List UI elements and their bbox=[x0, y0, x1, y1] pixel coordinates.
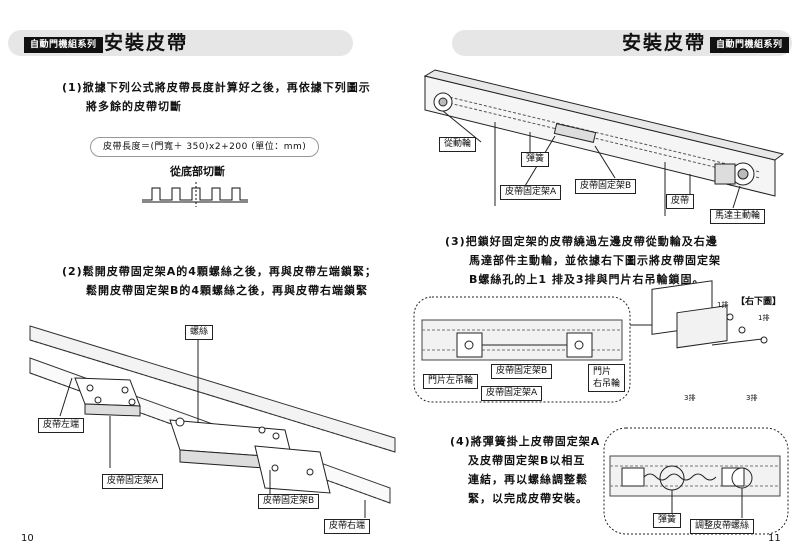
belt-bracket-illustration bbox=[29, 325, 396, 518]
right-series-tag: 自動門機組系列 bbox=[710, 37, 789, 53]
left-page-number: 10 bbox=[21, 533, 34, 544]
row-3-label-a: 3排 bbox=[684, 394, 696, 402]
bracket-b-label-top: 皮帶固定架B bbox=[575, 179, 637, 194]
belt-left-end-label: 皮帶左端 bbox=[38, 418, 85, 433]
step-3-line-3: B螺絲孔的上1 排及3排與門片右吊輪鎖固。 bbox=[469, 273, 705, 286]
right-page-number: 11 bbox=[768, 533, 781, 544]
step-4-line-3: 連結，再以螺絲調整鬆 bbox=[468, 473, 588, 486]
step-3-text: (3)把鎖好固定架的皮帶繞過左邊皮帶從動輪及右邊 馬達部件主動輪，並依據右下圖示… bbox=[445, 232, 721, 289]
step-4-line-1: (4)將彈簧掛上皮帶固定架A bbox=[450, 435, 601, 448]
belt-cut-illustration bbox=[142, 182, 248, 207]
bracket-a-label-top: 皮帶固定架A bbox=[500, 185, 562, 200]
row-1-label-b: 1排 bbox=[758, 314, 770, 322]
step-3-line-2: 馬達部件主動輪，並依據右下圖示將皮帶固定架 bbox=[469, 254, 721, 267]
door-right-hanger-line-1: 門片 bbox=[593, 367, 612, 377]
left-page-title: 安裝皮帶 bbox=[104, 32, 189, 54]
step-2-line-1: (2)鬆開皮帶固定架A的4顆螺絲之後，再與皮帶左端鎖緊； bbox=[62, 265, 377, 278]
step-1-text: (1)掀據下列公式將皮帶長度計算好之後，再依據下列圖示 將多餘的皮帶切斷 bbox=[62, 78, 371, 116]
step-4-line-2: 及皮帶固定架B以相互 bbox=[468, 454, 586, 467]
belt-length-formula: 皮帶長度＝(門寬＋ 350)x2+200 (單位：mm) bbox=[90, 137, 320, 157]
motor-wheel-label: 馬達主動輪 bbox=[710, 209, 766, 224]
bracket-b-detail-label: 皮帶固定架B bbox=[491, 364, 553, 379]
belt-label: 皮帶 bbox=[666, 194, 695, 209]
driven-wheel-label: 從動輪 bbox=[439, 137, 477, 152]
row-1-label-a: 1排 bbox=[717, 301, 729, 309]
step-2-line-2: 鬆開皮帶固定架B的4顆螺絲之後，再與皮帶右端鎖緊 bbox=[86, 284, 369, 297]
adjust-screw-label: 調整皮帶螺絲 bbox=[690, 519, 755, 534]
cut-from-bottom-label: 從底部切斷 bbox=[170, 165, 225, 178]
bracket-b-label: 皮帶固定架B bbox=[258, 494, 320, 509]
door-right-hanger-line-2: 右吊輪 bbox=[593, 379, 621, 389]
step-1-line-2: 將多餘的皮帶切斷 bbox=[86, 100, 182, 113]
step-4-text: (4)將彈簧掛上皮帶固定架A 及皮帶固定架B以相互 連結，再以螺絲調整鬆 緊，以… bbox=[450, 432, 600, 508]
right-page-title: 安裝皮帶 bbox=[622, 32, 707, 54]
step-4-illustration bbox=[603, 427, 789, 535]
right-figure-label: 【右下圖】 bbox=[732, 296, 786, 309]
row-3-label-b: 3排 bbox=[746, 394, 758, 402]
bracket-a-detail-label: 皮帶固定架A bbox=[481, 386, 543, 401]
door-operator-illustration bbox=[423, 69, 785, 216]
step-2-text: (2)鬆開皮帶固定架A的4顆螺絲之後，再與皮帶左端鎖緊； 鬆開皮帶固定架B的4顆… bbox=[62, 262, 377, 300]
spring-label: 彈簧 bbox=[521, 152, 550, 167]
door-left-hanger-label: 門片左吊輪 bbox=[423, 374, 479, 389]
belt-right-end-label: 皮帶右端 bbox=[324, 519, 371, 534]
left-series-tag: 自動門機組系列 bbox=[24, 37, 103, 53]
step-1-line-1: (1)掀據下列公式將皮帶長度計算好之後，再依據下列圖示 bbox=[62, 81, 371, 94]
bracket-a-label: 皮帶固定架A bbox=[102, 474, 164, 489]
step-3-line-1: (3)把鎖好固定架的皮帶繞過左邊皮帶從動輪及右邊 bbox=[445, 235, 718, 248]
door-right-hanger-label: 門片 右吊輪 bbox=[588, 364, 626, 392]
spring-detail-label: 彈簧 bbox=[653, 513, 682, 528]
screw-label: 螺絲 bbox=[185, 325, 214, 340]
step-4-line-4: 緊，以完成皮帶安裝。 bbox=[468, 492, 588, 505]
